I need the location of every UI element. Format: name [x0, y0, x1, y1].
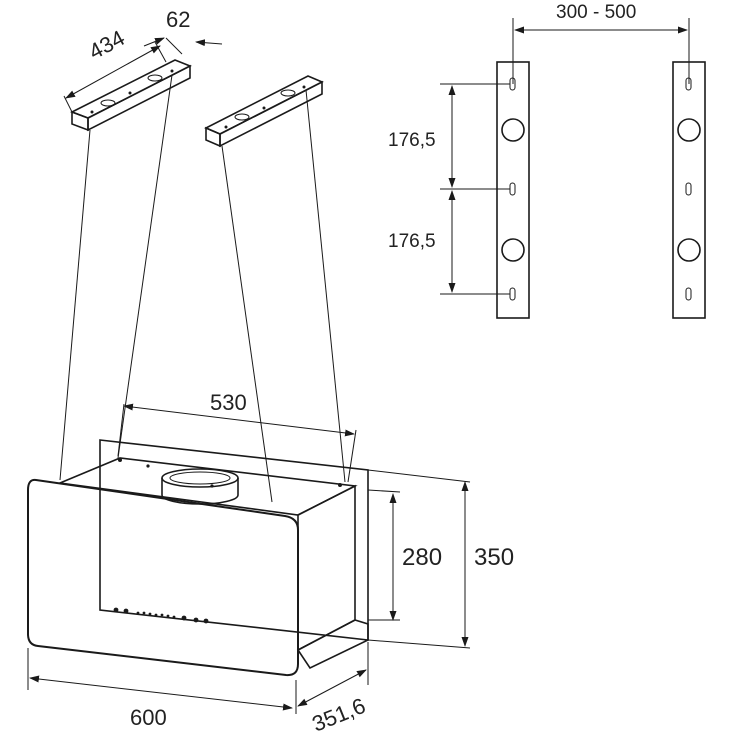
label-176-5-lower: 176,5 [388, 231, 436, 252]
label-351-6: 351,6 [309, 693, 369, 736]
dim-bracket-spacing: 300 - 500 [512, 2, 690, 84]
power-button-icon[interactable] [113, 607, 119, 613]
ceiling-bracket-right [204, 75, 324, 148]
dim-bracket-length: 434 [63, 25, 167, 113]
label-280: 280 [402, 544, 442, 571]
hood-body [27, 439, 369, 677]
ceiling-bracket-left [70, 59, 192, 132]
label-530: 530 [210, 390, 247, 415]
label-434: 434 [85, 25, 129, 64]
light-button-icon[interactable] [123, 608, 129, 614]
control-panel [113, 607, 209, 624]
label-350: 350 [474, 544, 514, 571]
dim-bracket-width: 62 [143, 7, 223, 55]
label-62: 62 [166, 7, 190, 32]
boost-button-icon[interactable] [203, 618, 209, 624]
dim-heights: 280 350 [367, 469, 514, 649]
label-176-5-upper: 176,5 [388, 130, 436, 151]
fan-speed-button-icon[interactable] [181, 615, 187, 621]
label-300-500: 300 - 500 [556, 2, 636, 23]
bracket-front-view-right [672, 61, 706, 319]
dim-hole-spacing: 176,5 176,5 [388, 83, 510, 295]
suspension-cables [59, 74, 346, 503]
label-600: 600 [130, 705, 167, 730]
dim-cable-spacing: 530 [117, 390, 357, 483]
timer-button-icon[interactable] [193, 617, 199, 623]
dim-width-depth: 600 351,6 [27, 642, 369, 736]
bracket-front-view-left [496, 61, 530, 319]
